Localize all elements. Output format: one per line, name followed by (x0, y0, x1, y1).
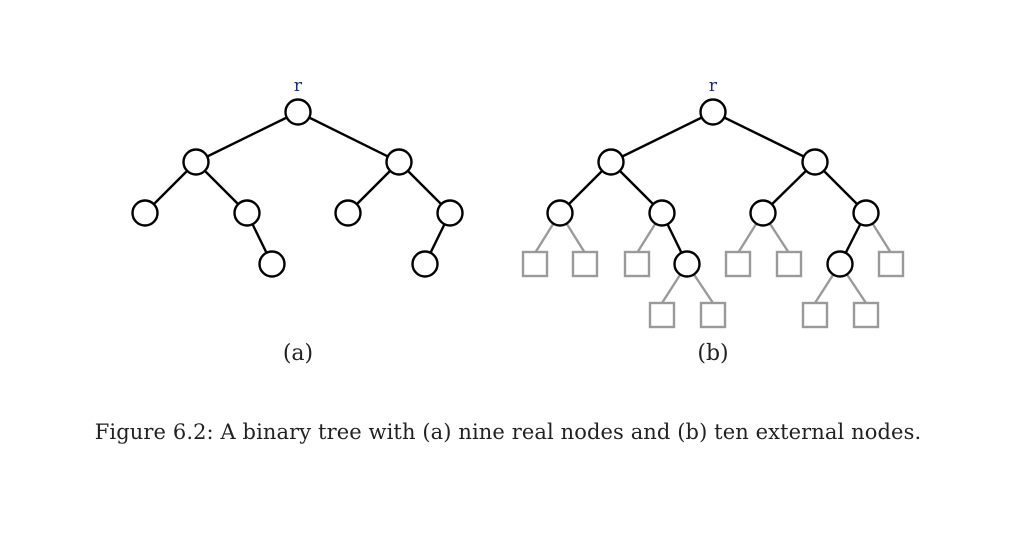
external-node (801, 301, 829, 329)
external-node (877, 250, 905, 278)
tree-b-external-nodes (521, 250, 905, 329)
tree-a-nodes (131, 98, 464, 278)
external-node (724, 250, 752, 278)
external-node (623, 250, 651, 278)
figure-caption: Figure 6.2: A binary tree with (a) nine … (94, 420, 922, 444)
sub-label-a: (a) (283, 341, 313, 366)
real-node (648, 199, 676, 227)
real-node (826, 250, 854, 278)
external-node (521, 250, 549, 278)
sub-label-b: (b) (697, 341, 728, 366)
real-node (801, 148, 829, 176)
real-node (182, 148, 210, 176)
external-node (775, 250, 803, 278)
root-label-a: r (294, 76, 303, 96)
real-node (699, 98, 727, 126)
root-label-b: r (709, 76, 718, 96)
external-node (699, 301, 727, 329)
real-node (233, 199, 261, 227)
external-node (648, 301, 676, 329)
real-node (546, 199, 574, 227)
external-node (852, 301, 880, 329)
real-node (385, 148, 413, 176)
real-node (131, 199, 159, 227)
tree-b-edges (559, 110, 868, 265)
real-node (436, 199, 464, 227)
real-node (411, 250, 439, 278)
tree-a: r (a) (131, 76, 464, 366)
external-node (571, 250, 599, 278)
real-node (852, 199, 880, 227)
real-node (673, 250, 701, 278)
tree-b: r (b) (521, 76, 905, 366)
real-node (597, 148, 625, 176)
real-node (749, 199, 777, 227)
real-node (258, 250, 286, 278)
real-node (334, 199, 362, 227)
tree-a-edges (144, 110, 452, 265)
tree-b-nodes (546, 98, 880, 278)
real-node (284, 98, 312, 126)
